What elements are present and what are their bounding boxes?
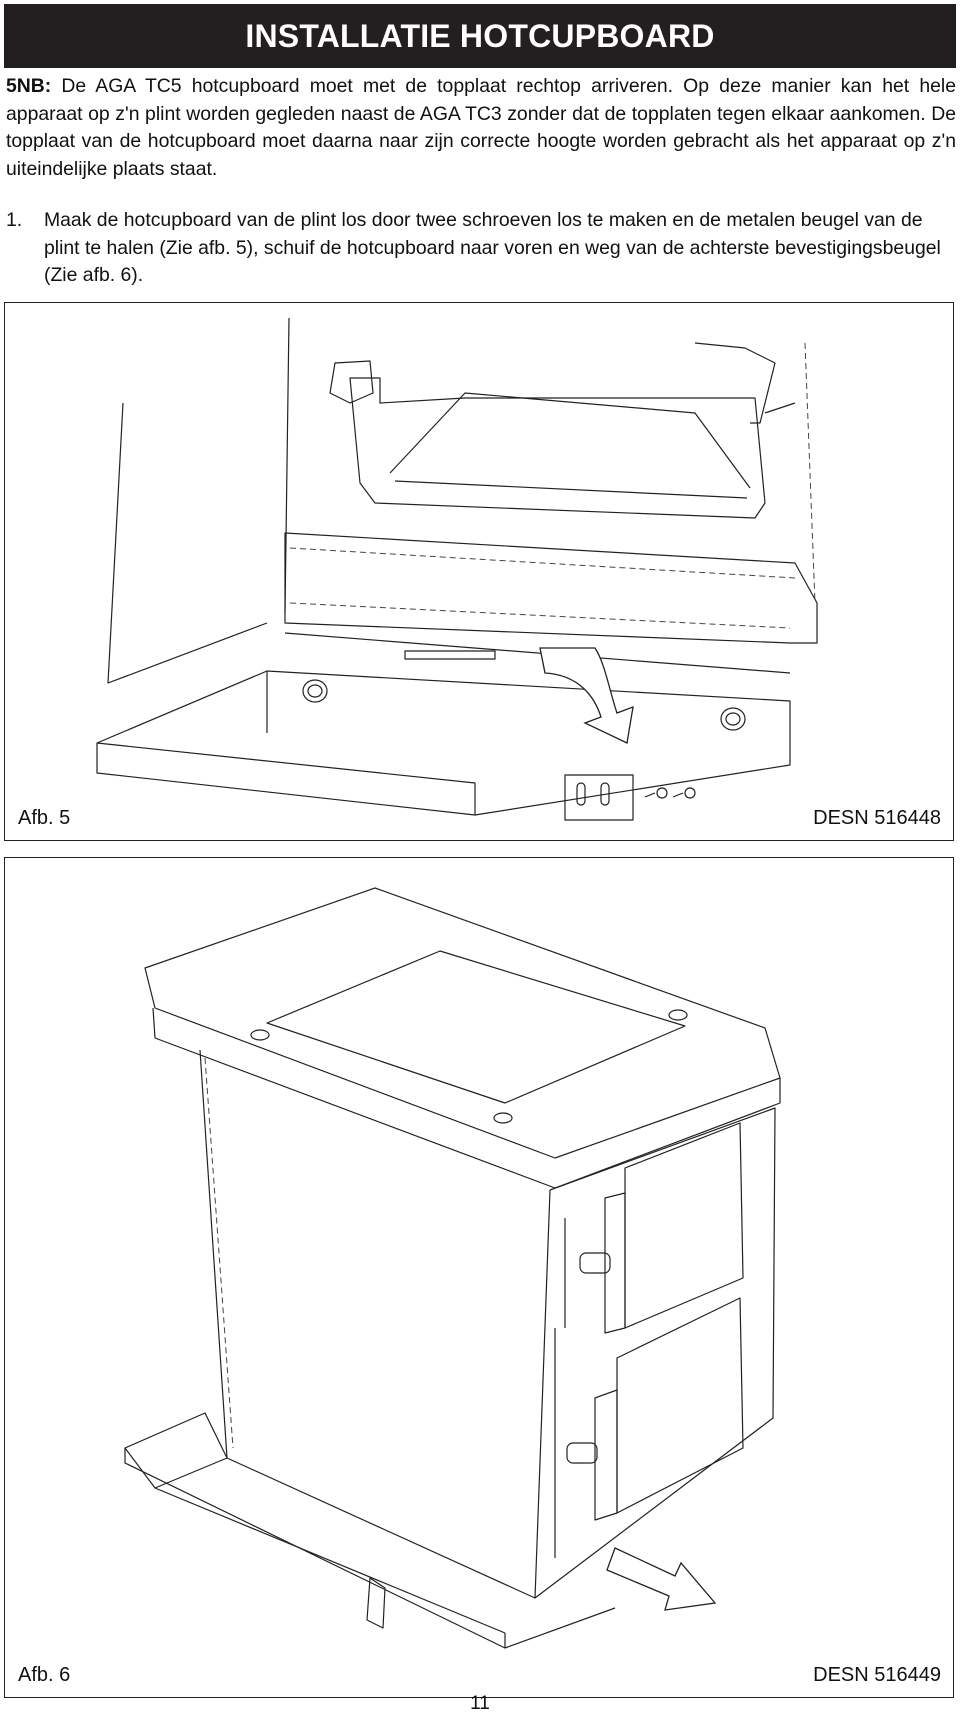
figure-6: Afb. 6 DESN 516449 <box>4 857 954 1698</box>
figure-5: Afb. 5 DESN 516448 <box>4 302 954 841</box>
intro-note: 5NB: De AGA TC5 hotcupboard moet met de … <box>6 73 956 183</box>
figure-5-code: DESN 516448 <box>813 807 941 829</box>
page-title: INSTALLATIE HOTCUPBOARD <box>245 17 715 54</box>
step-number: 1. <box>6 209 23 231</box>
figure-5-illustration <box>96 317 818 821</box>
page-title-banner: INSTALLATIE HOTCUPBOARD <box>4 4 956 68</box>
figure-5-caption: Afb. 5 <box>18 807 71 829</box>
intro-text: De AGA TC5 hotcupboard moet met de toppl… <box>6 75 956 180</box>
step-item: 1. Maak de hotcupboard van de plint los … <box>6 207 956 290</box>
intro-label: 5NB: <box>6 75 52 97</box>
figure-6-illustration <box>124 887 781 1649</box>
figure-6-caption: Afb. 6 <box>18 1664 71 1686</box>
page-number: 11 <box>470 1693 490 1714</box>
step-text: Maak de hotcupboard van de plint los doo… <box>44 209 941 286</box>
figure-6-code: DESN 516449 <box>813 1664 941 1686</box>
